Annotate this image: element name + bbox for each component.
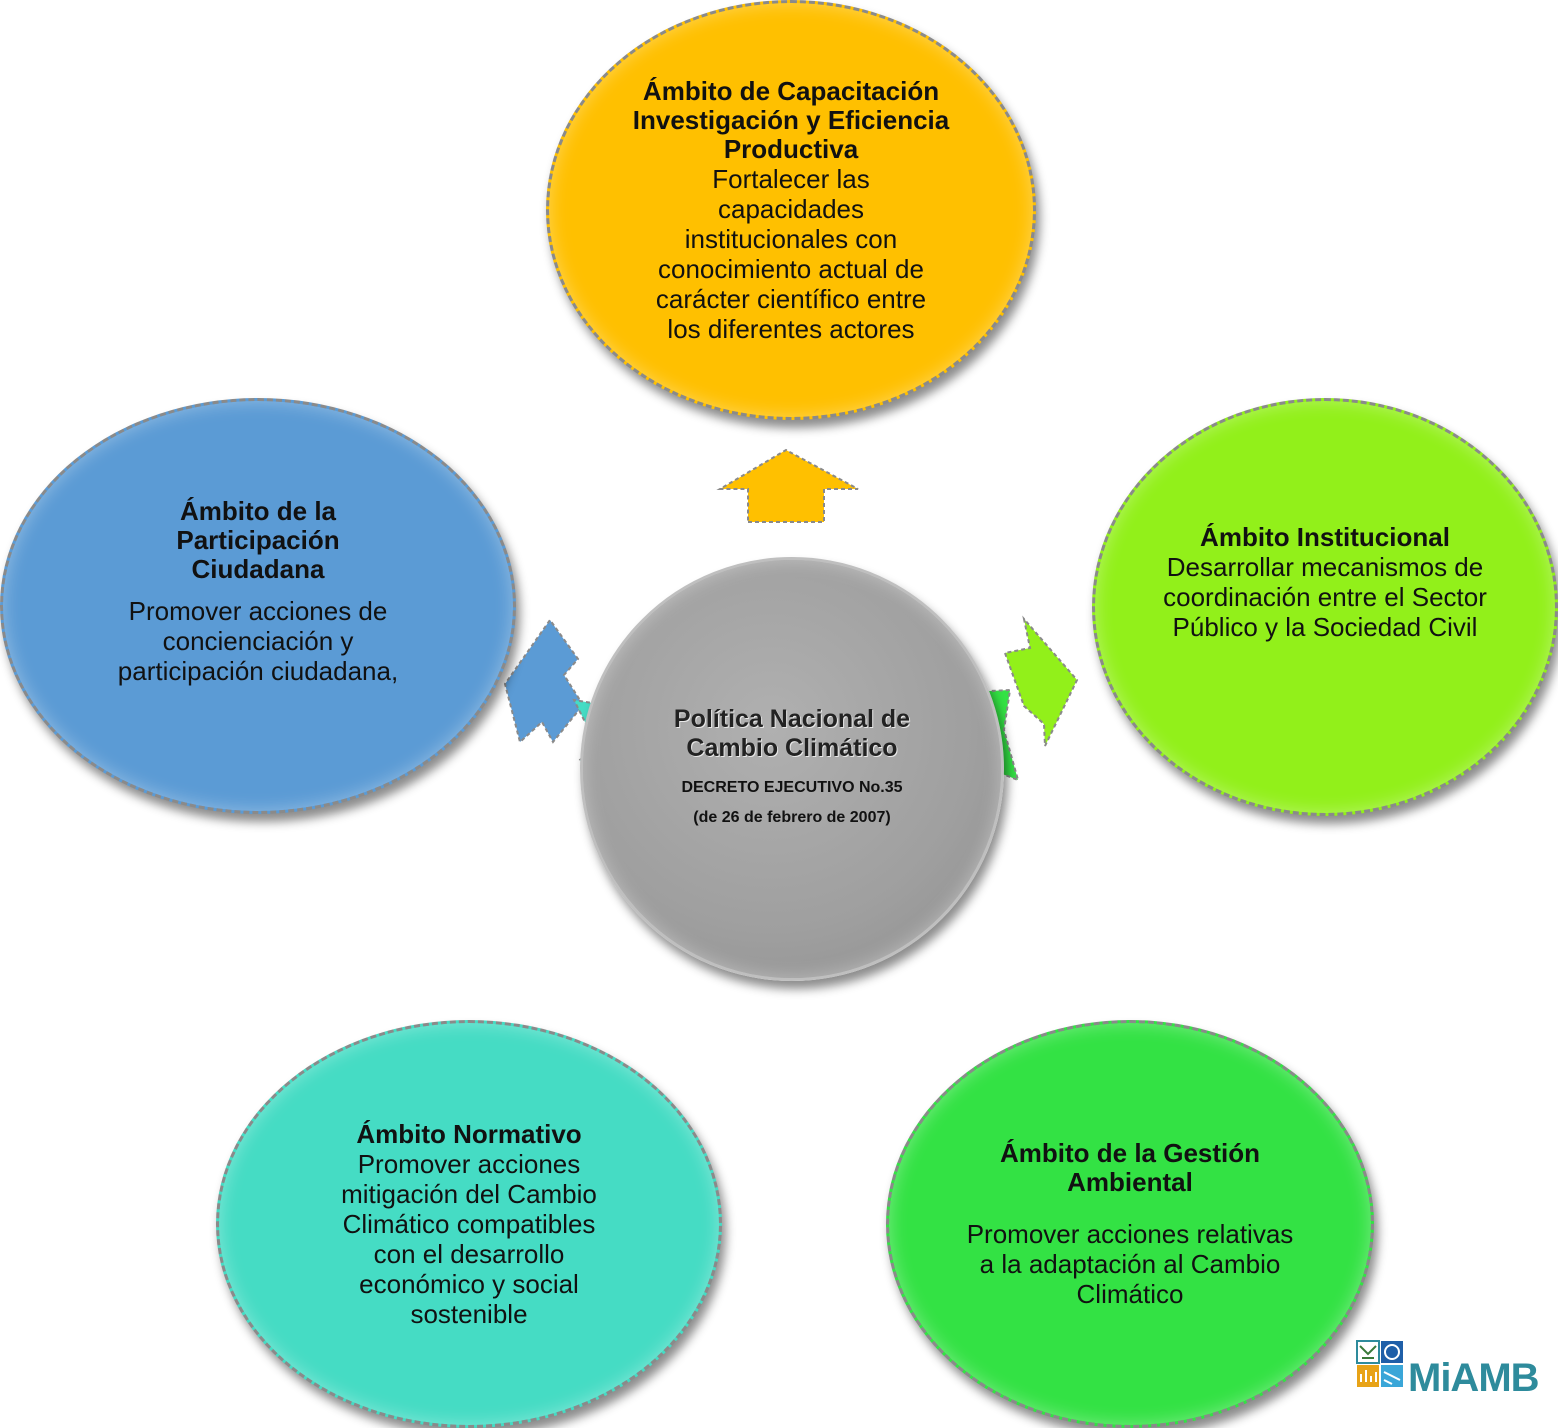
logo-text: MiAMB — [1408, 1356, 1540, 1400]
node-participacion-desc: Promover acciones de concienciación y pa… — [117, 595, 399, 686]
node-normativo-title: Ámbito Normativo — [356, 1118, 582, 1149]
node-institucional-title: Ámbito Institucional — [1200, 521, 1450, 552]
node-normativo-desc: Promover acciones mitigación del Cambio … — [341, 1148, 597, 1329]
arrow-to-right — [1003, 615, 1079, 747]
node-capacitacion-desc: Fortalecer las capacidades institucional… — [655, 163, 927, 344]
arrow-to-top — [716, 448, 859, 523]
node-participacion-title: Ámbito de la Participación Ciudadana — [176, 495, 340, 584]
logo-miambiente: MiAMB — [1356, 1340, 1558, 1428]
center-decree: DECRETO EJECUTIVO No.35 — [681, 779, 903, 796]
center-date: (de 26 de febrero de 2007) — [693, 809, 891, 826]
node-gestion-ambiental: Ámbito de la Gestión Ambiental Promover … — [886, 1020, 1374, 1428]
node-gestion-ambiental-title: Ámbito de la Gestión Ambiental — [999, 1138, 1261, 1197]
node-institucional: Ámbito Institucional Desarrollar mecanis… — [1092, 398, 1558, 816]
node-institucional-desc: Desarrollar mecanismos de coordinación e… — [1163, 551, 1487, 642]
logo-mark-icon — [1356, 1340, 1403, 1387]
arrow-to-left — [503, 618, 585, 744]
node-capacitacion-title: Ámbito de Capacitación Investigación y E… — [632, 75, 950, 164]
center-node-politica: Política Nacional de Cambio Climático DE… — [580, 557, 1004, 981]
node-gestion-ambiental-desc: Promover acciones relativas a la adaptac… — [966, 1219, 1294, 1309]
node-participacion: Ámbito de la Participación Ciudadana Pro… — [0, 398, 516, 814]
center-title: Política Nacional de Cambio Climático — [673, 705, 911, 762]
node-normativo: Ámbito Normativo Promover acciones mitig… — [216, 1020, 722, 1428]
node-capacitacion: Ámbito de Capacitación Investigación y E… — [546, 0, 1036, 420]
